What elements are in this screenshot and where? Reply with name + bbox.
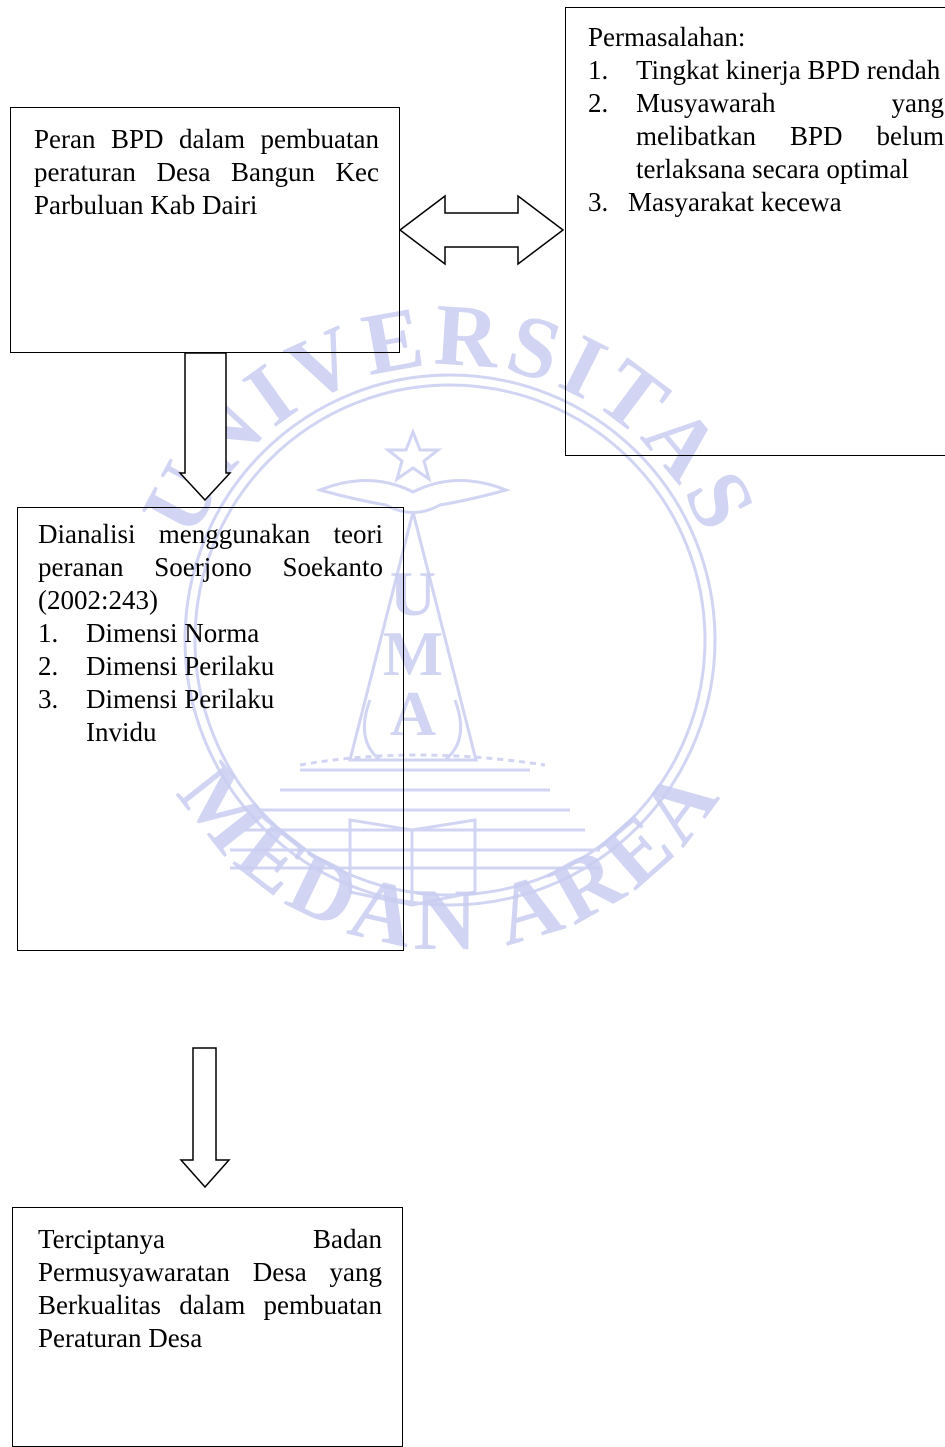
list-item: 1. Dimensi Norma <box>38 617 383 650</box>
list-number: 3. <box>588 186 609 217</box>
list-item: 3. Dimensi Perilaku Invidu <box>38 683 383 749</box>
list-text: Musyawarah yang melibatkan BPD belum ter… <box>636 87 944 184</box>
analysis-intro: Dianalisi menggunakan teori peranan Soer… <box>38 519 383 615</box>
down-arrow-1 <box>178 352 232 502</box>
down-arrow-2 <box>179 1047 231 1189</box>
list-number: 3. <box>38 683 59 714</box>
list-text: Masyarakat kecewa <box>628 186 842 217</box>
list-text: Tingkat kinerja BPD rendah <box>636 54 941 85</box>
analysis-box: Dianalisi menggunakan teori peranan Soer… <box>17 507 404 951</box>
list-number: 1. <box>38 617 59 648</box>
list-text: Dimensi Norma <box>86 617 260 648</box>
double-arrow <box>398 194 565 266</box>
list-number: 2. <box>588 87 609 118</box>
list-item: 1. Tingkat kinerja BPD rendah <box>588 54 944 87</box>
role-box: Peran BPD dalam pembuatan peraturan Desa… <box>10 107 400 353</box>
problems-list: 1. Tingkat kinerja BPD rendah 2. Musyawa… <box>588 54 944 219</box>
analysis-list: 1. Dimensi Norma 2. Dimensi Perilaku 3. … <box>38 617 383 749</box>
list-item: 2. Dimensi Perilaku <box>38 650 383 683</box>
list-item: 2. Musyawarah yang melibatkan BPD belum … <box>588 87 944 186</box>
list-text: Dimensi Perilaku Invidu <box>86 683 275 747</box>
problems-heading: Permasalahan: <box>588 22 746 52</box>
result-box: Terciptanya Badan Permusyawaratan Desa y… <box>12 1207 403 1447</box>
list-item: 3. Masyarakat kecewa <box>588 186 944 219</box>
list-number: 1. <box>588 54 609 85</box>
list-text: Dimensi Perilaku <box>86 650 275 681</box>
result-text: Terciptanya Badan Permusyawaratan Desa y… <box>38 1224 382 1353</box>
role-text: Peran BPD dalam pembuatan peraturan Desa… <box>34 124 379 220</box>
list-number: 2. <box>38 650 59 681</box>
problems-box: Permasalahan: 1. Tingkat kinerja BPD ren… <box>565 7 945 456</box>
